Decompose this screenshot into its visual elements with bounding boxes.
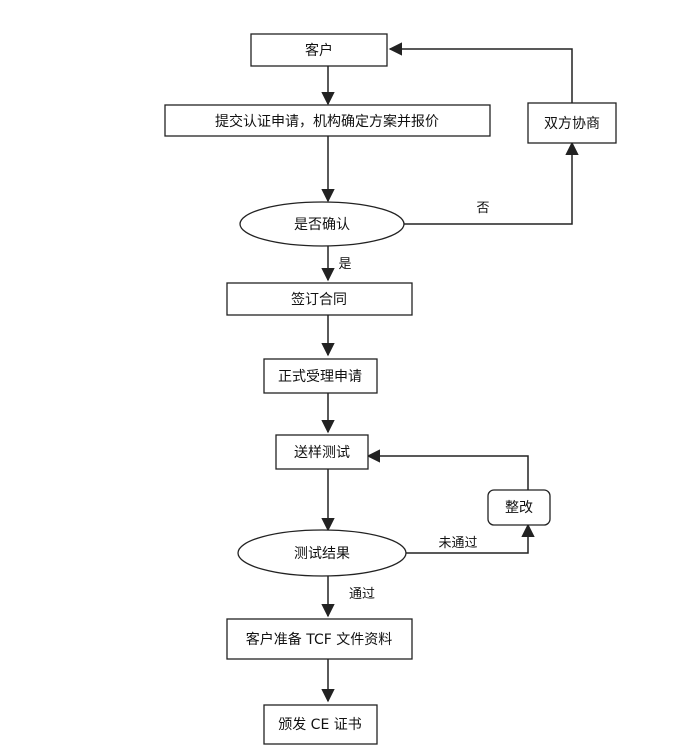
edge-label-passed: 通过: [349, 587, 375, 602]
node-result: 测试结果: [237, 529, 407, 577]
node-confirm: 是否确认: [239, 201, 405, 247]
edge-label-no: 否: [476, 201, 489, 216]
node-submit-label: 提交认证申请，机构确定方案并报价: [215, 113, 439, 130]
nodes: 客户 提交认证申请，机构确定方案并报价 双方协商 是否确认 签订合同 正式受理申…: [164, 33, 617, 745]
node-confirm-label: 是否确认: [294, 217, 350, 233]
node-negotiate-label: 双方协商: [544, 116, 600, 132]
edge-result-failed-to-rectify: [406, 523, 535, 554]
edge-label-failed: 未通过: [438, 536, 477, 551]
node-customer: 客户: [250, 33, 388, 67]
edge-label-yes: 是: [338, 257, 351, 272]
node-rectify-label: 整改: [505, 500, 533, 516]
edge-negotiate-to-customer: [388, 42, 573, 103]
node-negotiate: 双方协商: [527, 102, 617, 144]
node-customer-label: 客户: [305, 42, 333, 59]
edges: [321, 42, 579, 703]
node-issue: 颁发 CE 证书: [263, 704, 378, 745]
edge-labels: 否 是 未通过 通过: [338, 201, 489, 602]
node-issue-label: 颁发 CE 证书: [278, 717, 362, 733]
edge-confirm-no-to-negotiate: [404, 141, 579, 225]
node-submit: 提交认证申请，机构确定方案并报价: [164, 104, 491, 137]
node-test-label: 送样测试: [294, 445, 350, 461]
node-result-label: 测试结果: [294, 546, 350, 562]
node-prepare: 客户准备 TCF 文件资料: [226, 618, 413, 660]
node-accept-label: 正式受理申请: [278, 369, 362, 385]
node-prepare-label: 客户准备 TCF 文件资料: [246, 631, 392, 648]
node-test: 送样测试: [275, 434, 369, 470]
node-contract-label: 签订合同: [291, 291, 347, 308]
node-contract: 签订合同: [226, 282, 413, 316]
edge-rectify-to-test: [366, 449, 529, 490]
node-accept: 正式受理申请: [263, 358, 378, 394]
node-rectify: 整改: [487, 489, 551, 526]
